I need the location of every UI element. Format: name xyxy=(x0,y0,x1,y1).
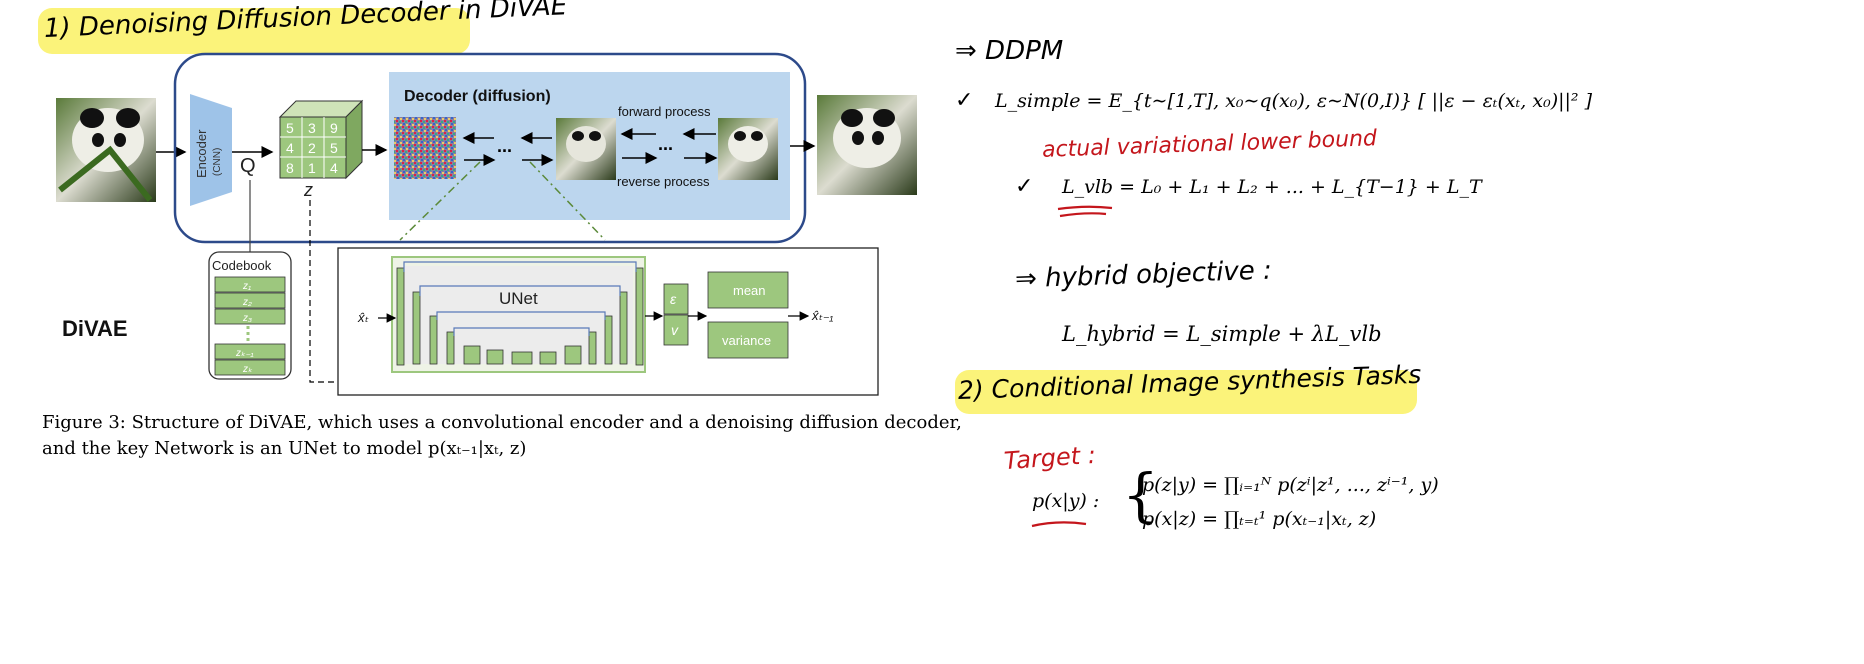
conditional-eq1: p(z|y) = ∏ᵢ₌₁ᴺ p(zⁱ|z¹, ..., zⁱ⁻¹, y) xyxy=(1142,474,1439,496)
latent-label: z xyxy=(303,180,313,200)
vlb-underline xyxy=(1057,205,1113,218)
l-simple-equation: L_simple = E_{t∼[1,T], x₀∼q(x₀), ε∼N(0,I… xyxy=(995,90,1592,112)
conditional-eq2: p(x|z) = ∏ₜ₌ₜ¹ p(xₜ₋₁|xₜ, z) xyxy=(1142,508,1377,530)
latent-cell: 8 xyxy=(286,160,294,176)
latent-cell: 9 xyxy=(330,120,338,136)
figure-caption-line1: Figure 3: Structure of DiVAE, which uses… xyxy=(42,412,962,433)
latent-cell: 5 xyxy=(330,140,338,156)
divae-figure: Encoder (CNN) Q 5 3 9 4 2 5 8 1 4 z Deco… xyxy=(56,52,917,396)
forward-process-label: forward process xyxy=(618,104,711,119)
check-mark: ✓ xyxy=(955,88,974,113)
section1-title-highlight xyxy=(38,8,470,54)
latent-cell: 1 xyxy=(308,160,316,176)
check-mark: ✓ xyxy=(1015,174,1034,199)
latent-cube xyxy=(278,99,364,180)
pxy-underline xyxy=(1031,521,1087,528)
codebook-entry: z₂ xyxy=(242,297,252,308)
unet-bars xyxy=(396,267,644,366)
ellipsis: ... xyxy=(658,134,673,154)
input-panda-image xyxy=(56,98,156,202)
l-hybrid-equation: L_hybrid = L_simple + λL_vlb xyxy=(1062,322,1382,346)
epsilon-box xyxy=(663,283,689,315)
mean-box xyxy=(707,271,789,309)
latent-cell: 3 xyxy=(308,120,316,136)
partial-panda-image xyxy=(556,118,616,180)
v-box xyxy=(663,314,689,346)
l-vlb-equation: L_vlb = L₀ + L₁ + L₂ + ... + L_{T−1} + L… xyxy=(1062,176,1482,198)
unet-label: UNet xyxy=(499,289,538,308)
hybrid-heading: ⇒ hybrid objective : xyxy=(1014,255,1273,295)
pxy-label: p(x|y) : xyxy=(1032,490,1100,512)
latent-cell: 5 xyxy=(286,120,294,136)
divae-label: DiVAE xyxy=(62,316,128,341)
encoder-label: Encoder xyxy=(194,129,209,178)
latent-cell: 4 xyxy=(330,160,338,176)
ddpm-heading: ⇒ DDPM xyxy=(955,36,1064,66)
unet-input-label: x̂ₜ xyxy=(357,310,370,325)
actual-vlb-note: actual variational lower bound xyxy=(1041,126,1378,163)
codebook-entry: zₖ₋₁ xyxy=(235,348,254,359)
reverse-process-label: reverse process xyxy=(617,174,710,189)
epsilon-label: ε xyxy=(670,291,677,307)
codebook-entry: z₁ xyxy=(242,281,251,292)
target-label: Target : xyxy=(1003,440,1097,476)
codebook-entry: z₃ xyxy=(242,313,252,324)
ellipsis: ... xyxy=(497,136,512,156)
latent-cell: 2 xyxy=(308,140,316,156)
mean-label: mean xyxy=(733,283,766,298)
latent-cell: 4 xyxy=(286,140,294,156)
variance-label: variance xyxy=(722,333,771,348)
v-label: v xyxy=(671,322,679,338)
output-panda-image xyxy=(817,95,917,195)
section2-title-highlight xyxy=(955,370,1417,414)
variance-box xyxy=(707,321,789,359)
figure-caption-line2: and the key Network is an UNet to model … xyxy=(42,438,527,459)
noise-image xyxy=(394,117,456,179)
decoder-title: Decoder (diffusion) xyxy=(404,88,551,105)
quantizer-label: Q xyxy=(240,155,256,177)
cases-brace: { xyxy=(1122,461,1159,529)
encoder-sub-label: (CNN) xyxy=(212,148,223,176)
codebook-entry: zₖ xyxy=(242,364,253,375)
clean-panda-image xyxy=(718,118,778,180)
unet-output-label: x̂ₜ₋₁ xyxy=(811,308,833,323)
codebook-title: Codebook xyxy=(212,258,272,273)
encoder-block xyxy=(190,94,232,206)
